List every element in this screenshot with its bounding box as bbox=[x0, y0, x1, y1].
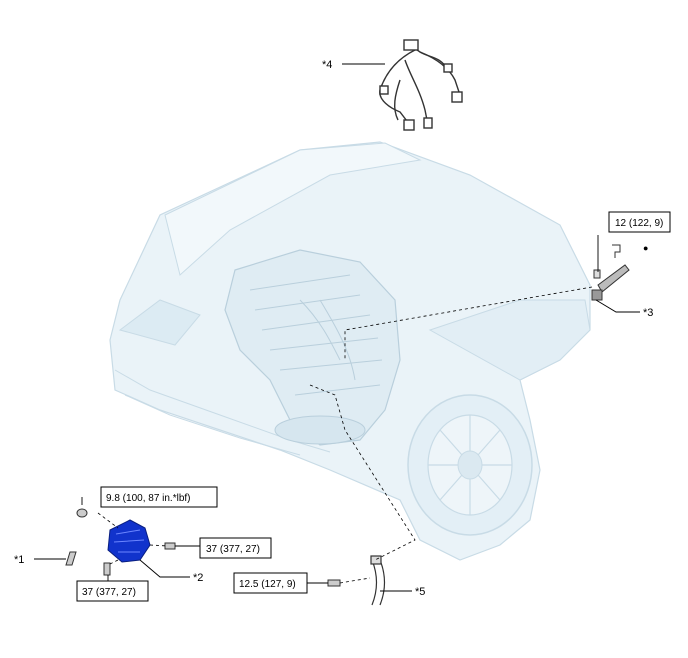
torque-box-starter-right: 37 (377, 27) bbox=[199, 537, 272, 559]
engine-assembly bbox=[224, 249, 401, 446]
torque-text-top-right: 12 (122, 9) bbox=[615, 218, 663, 229]
torque-box-top-right: 12 (122, 9) bbox=[608, 211, 671, 233]
vehicle-wheel bbox=[407, 394, 533, 536]
bolt-starter-bottom bbox=[103, 562, 111, 576]
wire-harness bbox=[379, 39, 463, 131]
torque-text-starter-bottom: 37 (377, 27) bbox=[82, 587, 136, 598]
solid-leaders bbox=[34, 63, 640, 592]
bracket-part-1 bbox=[65, 551, 77, 566]
torque-box-starter-bottom: 37 (377, 27) bbox=[76, 580, 149, 602]
torque-text-starter-top: 9.8 (100, 87 in.*lbf) bbox=[106, 493, 191, 504]
vehicle-bumper bbox=[114, 369, 331, 456]
callout-3: *3 bbox=[643, 307, 653, 319]
torque-text-bottom-mid: 12.5 (127, 9) bbox=[239, 579, 296, 590]
callout-5: *5 bbox=[415, 586, 425, 598]
vehicle-headlight bbox=[118, 299, 201, 346]
torque-box-bottom-mid: 12.5 (127, 9) bbox=[233, 572, 308, 594]
dashed-leaders bbox=[97, 286, 593, 584]
starter-motor bbox=[107, 519, 151, 563]
callout-2: *2 bbox=[193, 572, 203, 584]
reuse-mark-icon: ● bbox=[643, 243, 648, 253]
callout-4: *4 bbox=[322, 59, 332, 71]
torque-text-starter-right: 37 (377, 27) bbox=[206, 544, 260, 555]
bolt-bottom-mid bbox=[327, 579, 341, 587]
bolt-starter-top bbox=[76, 508, 88, 518]
vehicle-illustration bbox=[109, 141, 591, 561]
callout-1: *1 bbox=[14, 554, 24, 566]
hose-part-5 bbox=[370, 555, 386, 606]
torque-box-starter-top: 9.8 (100, 87 in.*lbf) bbox=[100, 486, 218, 508]
vehicle-fender-right bbox=[428, 299, 591, 381]
vehicle-hood bbox=[164, 142, 422, 276]
sensor-component bbox=[591, 244, 630, 301]
bolt-starter-right bbox=[164, 542, 176, 550]
